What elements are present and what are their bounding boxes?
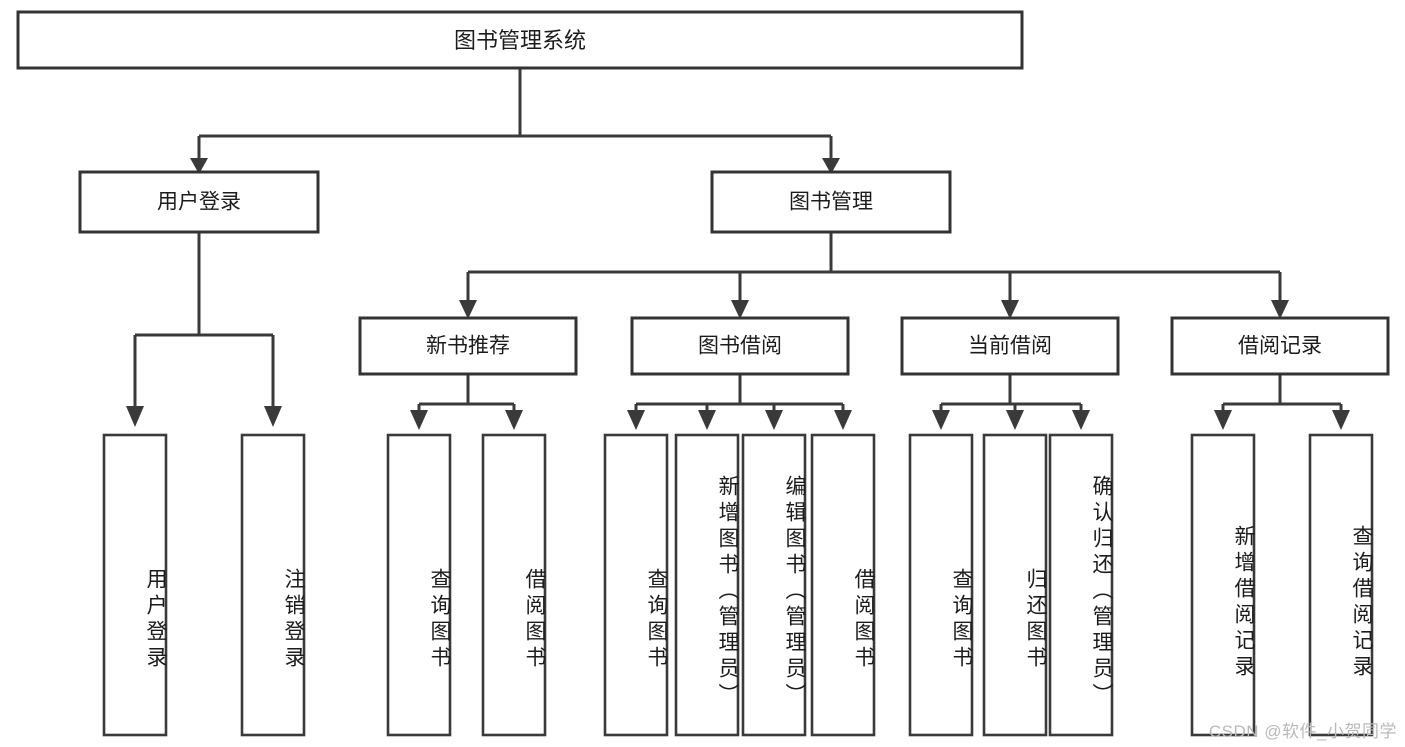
node-user-login-label: 用户登录 [157, 191, 241, 214]
node-leaf-query-book-1-box[interactable] [386, 433, 452, 737]
edge-userlogin-trunk [133, 232, 275, 408]
node-leaf-edit-book-box[interactable] [741, 433, 807, 737]
arrowhead-user-login [190, 158, 208, 174]
node-book-manage-label: 图书管理 [789, 191, 873, 214]
node-current-borrow-label: 当前借阅 [968, 335, 1052, 358]
edge-borrowrecord-trunk [1221, 374, 1343, 414]
leaf-layer [102, 433, 1374, 737]
node-book-borrow[interactable]: 图书借阅 [630, 316, 850, 376]
node-current-borrow-box[interactable] [900, 316, 1120, 376]
node-leaf-query-book-3-box[interactable] [908, 433, 974, 737]
node-leaf-add-book-box[interactable] [674, 433, 740, 737]
node-new-book-rec-box[interactable] [358, 316, 578, 376]
arrowhead-leaf-query-book-2 [627, 410, 645, 430]
node-leaf-borrow-book-2-box[interactable] [810, 433, 876, 737]
arrowhead-leaf-confirm-return [1072, 410, 1090, 430]
arrowhead-leaf-query-book-3 [932, 410, 950, 430]
node-new-book-rec-label: 新书推荐 [426, 335, 510, 358]
node-root-label: 图书管理系统 [454, 28, 586, 53]
node-borrow-record-box[interactable] [1170, 316, 1390, 376]
arrowhead-current-borrow [1001, 300, 1019, 319]
node-user-login[interactable]: 用户登录 [78, 170, 320, 234]
arrowhead-new-book-rec [459, 300, 477, 319]
edge-currentborrow-trunk [939, 374, 1083, 414]
arrowhead-leaf-edit-book [765, 410, 783, 430]
node-current-borrow[interactable]: 当前借阅 [900, 316, 1120, 376]
node-leaf-user-logout-box[interactable] [240, 433, 306, 737]
node-user-login-box[interactable] [78, 170, 320, 234]
edge-newbookrec-trunk [417, 374, 516, 414]
arrowhead-book-borrow [731, 300, 749, 319]
edge-bookborrow-trunk [634, 374, 845, 414]
node-book-borrow-box[interactable] [630, 316, 850, 376]
node-borrow-record[interactable]: 借阅记录 [1170, 316, 1390, 376]
arrowhead-borrow-record [1271, 300, 1289, 319]
edge-root-trunk [197, 68, 833, 158]
arrowhead-book-manage [822, 158, 840, 174]
node-root-box[interactable] [16, 10, 1024, 70]
node-leaf-query-record-box[interactable] [1308, 433, 1374, 737]
arrowhead-leaf-borrow-book-1 [505, 410, 523, 430]
node-leaf-return-book-box[interactable] [982, 433, 1048, 737]
arrowhead-leaf-query-book-1 [410, 410, 428, 430]
arrowhead-leaf-add-book [698, 410, 716, 430]
arrowhead-leaf-borrow-book-2 [834, 410, 852, 430]
edge-layer [126, 68, 1350, 430]
node-leaf-user-login-box[interactable] [102, 433, 168, 737]
node-leaf-query-book-2-box[interactable] [603, 433, 669, 737]
node-book-borrow-label: 图书借阅 [698, 335, 782, 358]
node-new-book-rec[interactable]: 新书推荐 [358, 316, 578, 376]
edge-bookmanage-trunk [466, 232, 1282, 302]
arrowhead-leaf-user-logout [264, 406, 282, 427]
arrowhead-leaf-query-record [1332, 410, 1350, 430]
node-root[interactable]: 图书管理系统 [16, 10, 1024, 70]
node-book-manage-box[interactable] [710, 170, 952, 234]
arrowhead-leaf-add-record [1214, 410, 1232, 430]
node-leaf-add-record-box[interactable] [1190, 433, 1256, 737]
node-leaf-borrow-book-1-box[interactable] [481, 433, 547, 737]
node-borrow-record-label: 借阅记录 [1238, 335, 1322, 358]
arrowhead-leaf-user-login [126, 406, 144, 427]
arrowhead-leaf-return-book [1006, 410, 1024, 430]
csdn-watermark: CSDN @软件_小贺同学 [1208, 722, 1397, 741]
node-leaf-confirm-return-box[interactable] [1048, 433, 1114, 737]
node-book-manage[interactable]: 图书管理 [710, 170, 952, 234]
